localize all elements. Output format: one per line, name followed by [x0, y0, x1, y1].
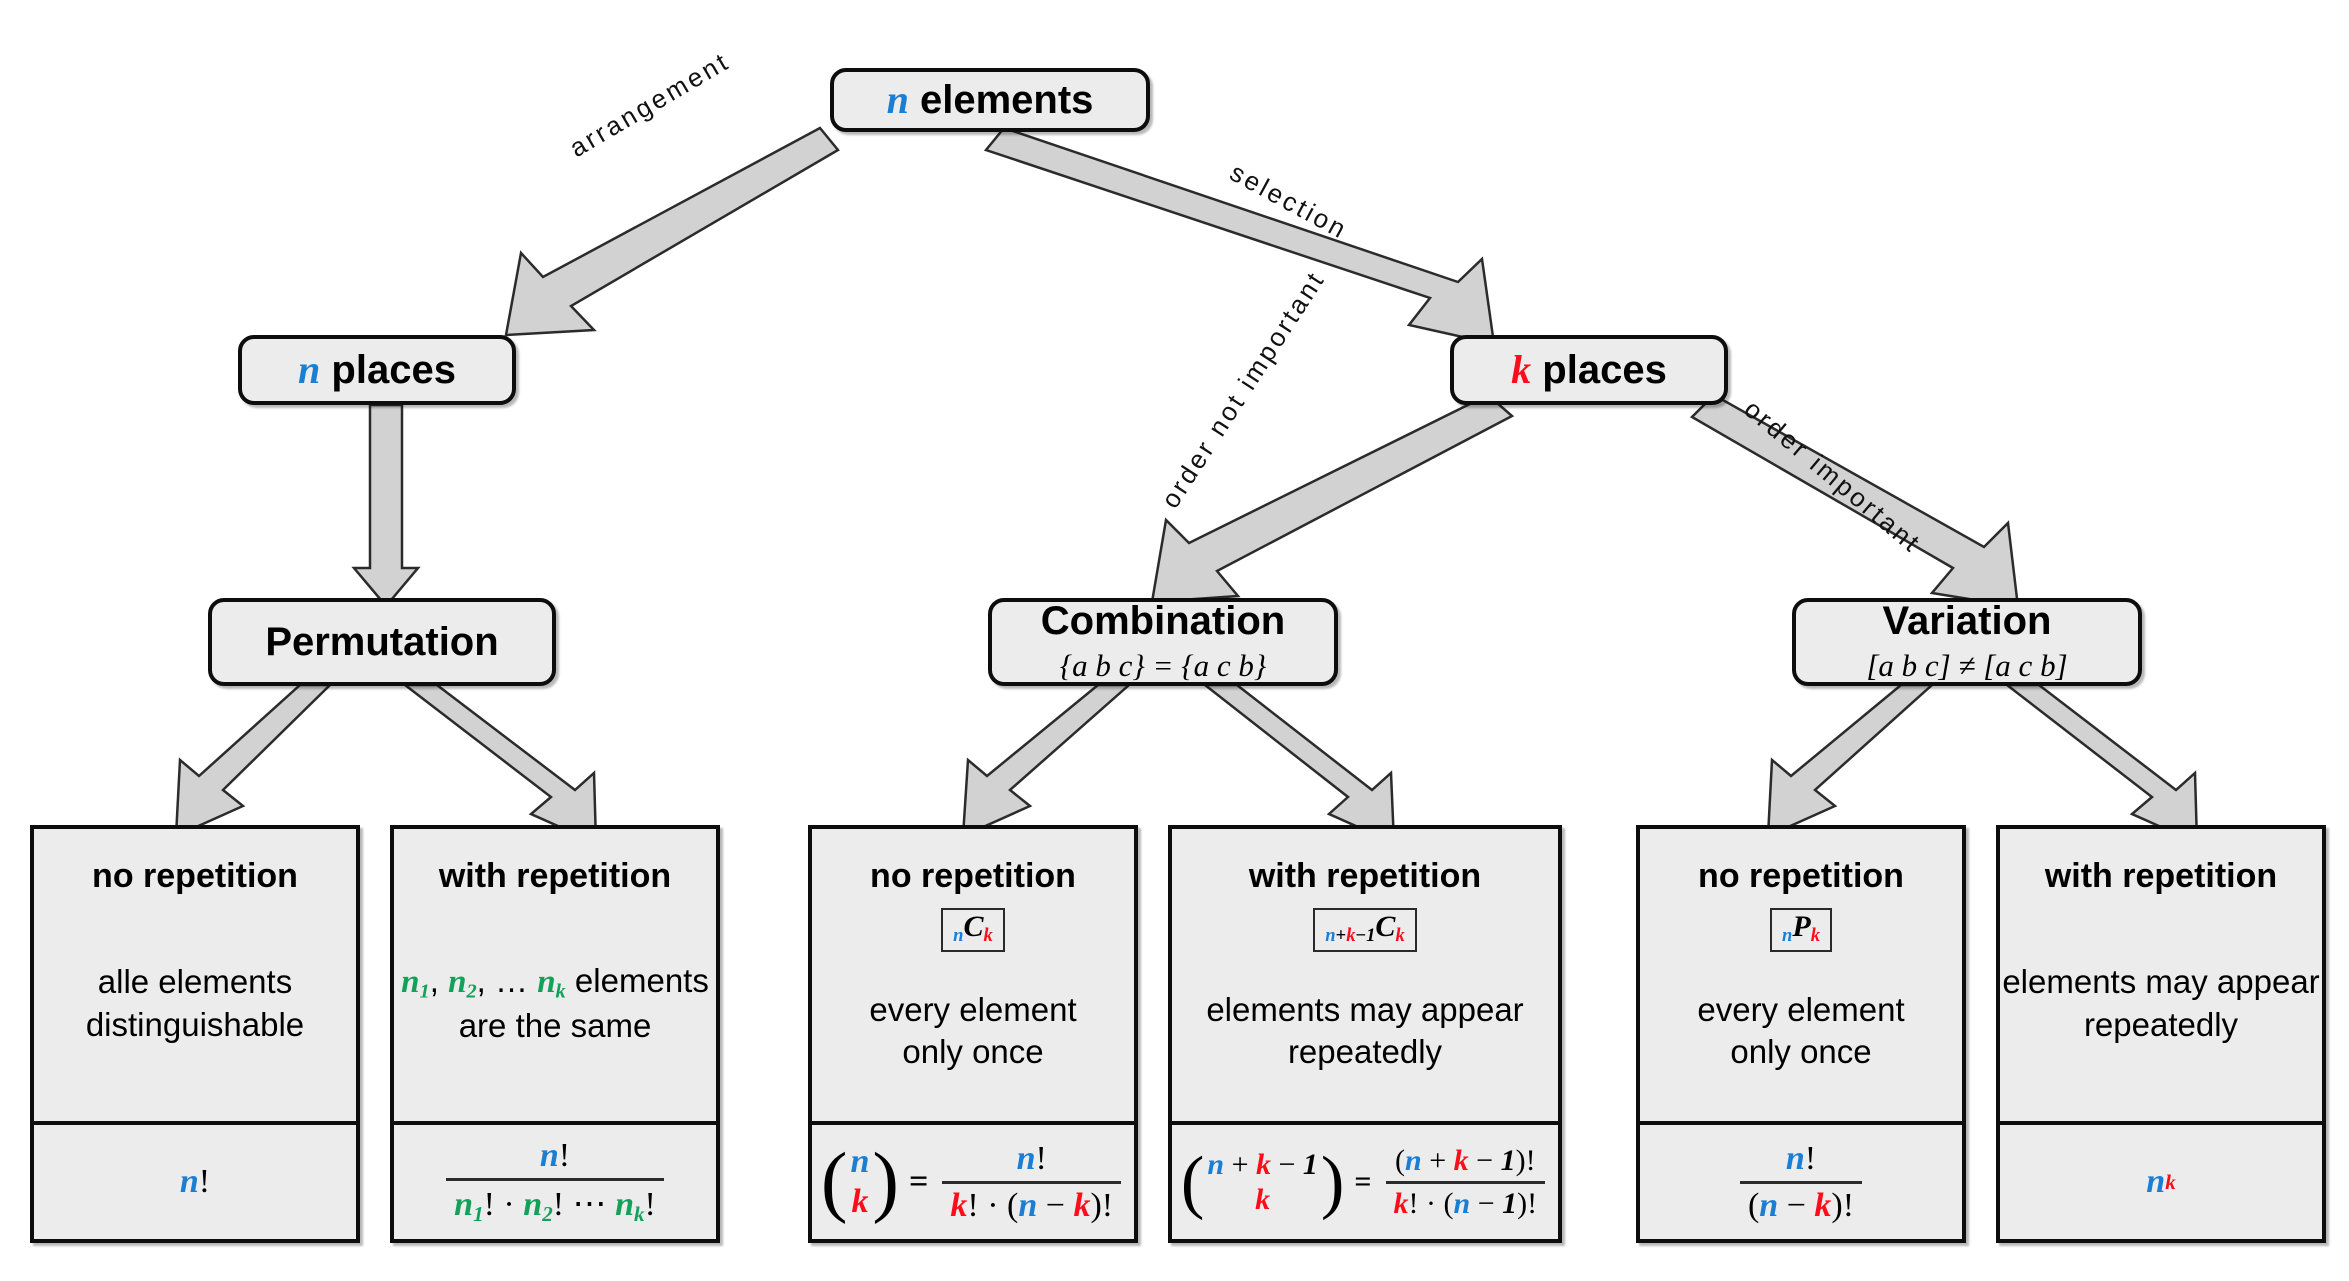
fraction: n! n1! · n2! ⋯ nk! [446, 1137, 664, 1227]
binomial-coefficient: ( n + k − 1 k ) [1180, 1142, 1345, 1221]
desc-line: repeatedly [1287, 1033, 1443, 1071]
arrow-permutation-to-no-repetition [174, 683, 334, 838]
variable-n: n [179, 1163, 199, 1200]
variable-n: n [298, 347, 321, 392]
edge-label-arrangement: arrangement [564, 45, 735, 163]
node-variation[interactable]: Variation [a b c] ≠ [a c b] [1792, 598, 2142, 686]
edge-label-selection: selection [1225, 156, 1354, 246]
desc-line: are the same [458, 1006, 652, 1044]
desc-line: n1, n2, … nk elements [401, 961, 709, 1003]
card-formula: n! [34, 1125, 356, 1239]
numerator: n! [1785, 1139, 1817, 1177]
fraction: n! (n − k)! [1739, 1139, 1863, 1225]
node-combination-subtitle: {a b c} = {a c b} [1059, 648, 1267, 683]
desc-line: distinguishable [85, 1005, 305, 1043]
card-head: with repetition [2044, 857, 2278, 895]
notation-nCk: nCk [941, 908, 1005, 952]
variable-n: n [2146, 1163, 2166, 1200]
numerator: (n + k − 1)! [1395, 1143, 1536, 1177]
node-combination[interactable]: Combination {a b c} = {a c b} [988, 598, 1338, 686]
card-permutation-with-repetition[interactable]: with repetition n1, n2, … nk elements ar… [390, 825, 720, 1243]
notation-n-plus-k-minus-1-C-k: n+k−1Ck [1313, 908, 1417, 952]
card-description: every element only once [1689, 952, 1912, 1121]
notation-nPk: nPk [1770, 908, 1832, 952]
card-head: no repetition [870, 857, 1076, 895]
node-n-places-title: n places [298, 347, 456, 392]
card-formula: n! (n − k)! [1640, 1125, 1962, 1239]
card-head: no repetition [92, 857, 298, 895]
exponent-k: k [2165, 1169, 2176, 1194]
desc-line: only once [1730, 1033, 1872, 1071]
card-combination-with-repetition[interactable]: with repetition n+k−1Ck elements may app… [1168, 825, 1562, 1243]
desc-line: only once [902, 1033, 1044, 1071]
card-permutation-no-repetition[interactable]: no repetition alle elements distinguisha… [30, 825, 360, 1243]
arrow-n-places-to-permutation [351, 403, 421, 608]
fraction: n! k! · (n − k)! [942, 1139, 1122, 1225]
card-description: alle elements distinguishable [78, 896, 312, 1121]
card-variation-with-repetition[interactable]: with repetition elements may appear repe… [1996, 825, 2326, 1243]
card-description: elements may appear repeatedly [1994, 896, 2327, 1121]
card-head: with repetition [438, 857, 672, 895]
factorial-sign: ! [198, 1163, 211, 1200]
arrow-root-to-n-places [504, 126, 840, 337]
fraction: (n + k − 1)! k! · (n − 1)! [1385, 1143, 1546, 1221]
denominator: k! · (n − 1)! [1385, 1180, 1546, 1221]
node-k-places-title: k places [1511, 347, 1667, 392]
card-upper: no repetition nPk every element only onc… [1640, 829, 1962, 1125]
node-variation-subtitle: [a b c] ≠ [a c b] [1866, 648, 2068, 683]
denominator: k! · (n − k)! [942, 1180, 1122, 1225]
denominator: n1! · n2! ⋯ nk! [446, 1178, 664, 1227]
node-permutation-title: Permutation [265, 620, 499, 664]
card-upper: with repetition n+k−1Ck elements may app… [1172, 829, 1558, 1125]
card-description: n1, n2, … nk elements are the same [393, 896, 717, 1121]
card-variation-no-repetition[interactable]: no repetition nPk every element only onc… [1636, 825, 1966, 1243]
card-upper: no repetition alle elements distinguisha… [34, 829, 356, 1125]
card-upper: no repetition nCk every element only onc… [812, 829, 1134, 1125]
desc-line: alle elements [97, 963, 293, 1001]
arrow-combination-to-with-repetition [1201, 683, 1396, 845]
desc-line: elements may appear [1206, 991, 1524, 1029]
card-formula: ( n k ) = n! k! · (n − k)! [812, 1125, 1134, 1239]
card-combination-no-repetition[interactable]: no repetition nCk every element only onc… [808, 825, 1138, 1243]
card-upper: with repetition elements may appear repe… [2000, 829, 2322, 1125]
desc-line: repeatedly [2083, 1005, 2239, 1043]
node-permutation[interactable]: Permutation [208, 598, 556, 686]
node-n-elements[interactable]: n elements [830, 68, 1150, 132]
node-n-places[interactable]: n places [238, 335, 516, 405]
card-description: every element only once [861, 952, 1084, 1121]
arrow-variation-to-with-repetition [2003, 683, 2199, 845]
desc-line: every element [869, 991, 1077, 1029]
edge-label-order-important: order important [1738, 393, 1928, 559]
denominator: (n − k)! [1739, 1180, 1863, 1225]
card-head: no repetition [1698, 857, 1904, 895]
arrow-permutation-to-with-repetition [401, 683, 598, 845]
desc-line: elements may appear [2002, 963, 2320, 1001]
arrow-combination-to-no-repetition [961, 683, 1133, 838]
card-head: with repetition [1248, 857, 1482, 895]
card-upper: with repetition n1, n2, … nk elements ar… [394, 829, 716, 1125]
node-k-places[interactable]: k places [1450, 335, 1728, 405]
card-formula: ( n + k − 1 k ) = (n + k − 1)! k! · (n −… [1172, 1125, 1558, 1239]
card-formula: n! n1! · n2! ⋯ nk! [394, 1125, 716, 1239]
variable-k: k [1511, 347, 1532, 392]
node-variation-title: Variation [1882, 599, 2052, 643]
binomial-coefficient: ( n k ) [820, 1137, 900, 1226]
desc-line: every element [1697, 991, 1905, 1029]
arrow-variation-to-no-repetition [1766, 683, 1936, 838]
numerator: n! [1016, 1139, 1047, 1177]
card-description: elements may appear repeatedly [1198, 952, 1531, 1121]
numerator: n! [539, 1137, 571, 1175]
variable-n: n [886, 77, 909, 122]
edge-label-order-not-important: order not important [1155, 265, 1331, 514]
node-combination-title: Combination [1040, 599, 1286, 643]
node-n-elements-title: n elements [886, 77, 1094, 122]
